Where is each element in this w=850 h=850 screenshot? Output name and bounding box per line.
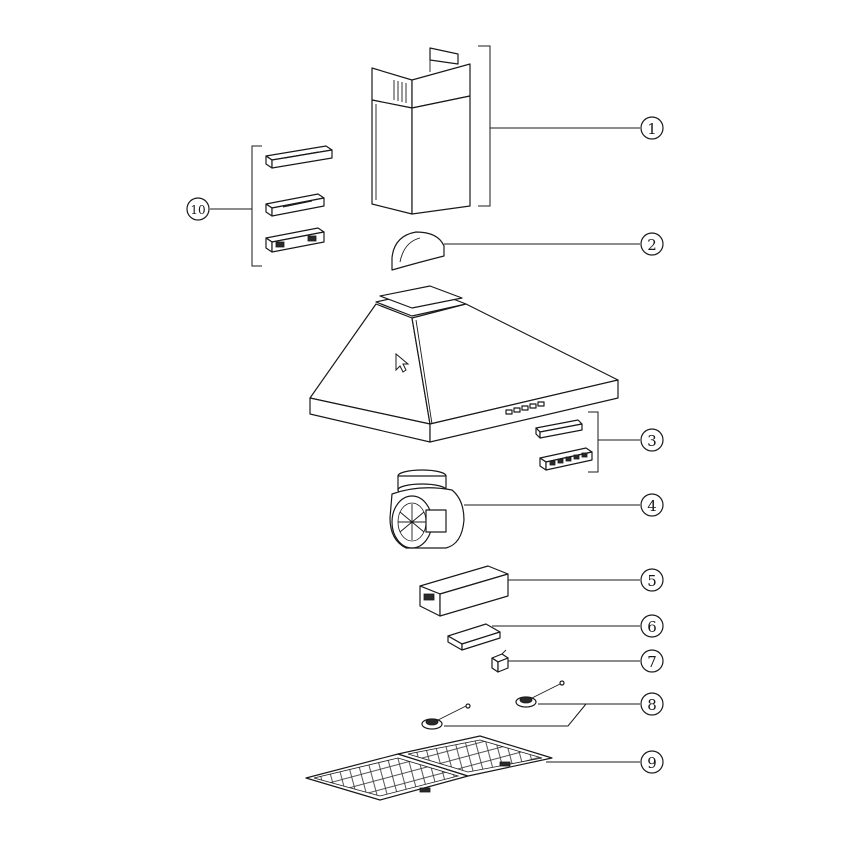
grease-filter-right — [397, 735, 553, 777]
callout-4: 4 — [640, 493, 664, 517]
callout-9: 9 — [640, 750, 664, 774]
svg-text:7: 7 — [647, 653, 657, 671]
lamp-right — [515, 680, 565, 708]
motor-housing-box — [419, 565, 509, 617]
svg-text:8: 8 — [647, 696, 657, 714]
callout-7: 7 — [640, 649, 664, 673]
fan-blades — [398, 504, 426, 540]
callout-8: 8 — [640, 692, 664, 716]
light-lamps — [421, 680, 565, 730]
chimney-vent-slots — [393, 80, 407, 103]
leader-8 — [444, 703, 640, 727]
control-button-strip — [539, 447, 593, 471]
circuit-board-cover — [447, 623, 501, 651]
bracket-10 — [251, 145, 262, 267]
mounting-bracket-bottom — [265, 227, 325, 253]
capacitor — [491, 649, 509, 673]
svg-text:2: 2 — [647, 236, 657, 254]
control-buttons — [505, 401, 545, 415]
svg-text:10: 10 — [190, 203, 205, 217]
callout-3: 3 — [640, 428, 664, 452]
mouse-pointer-icon — [395, 352, 410, 373]
svg-text:3: 3 — [647, 432, 657, 450]
svg-text:5: 5 — [647, 572, 657, 590]
bracket-1 — [478, 45, 491, 207]
control-panel-parts — [535, 419, 593, 471]
mounting-bracket-set — [265, 145, 333, 253]
hood-body — [309, 285, 619, 443]
lamp-left — [421, 703, 471, 730]
svg-text:1: 1 — [647, 120, 657, 138]
bracket-3 — [588, 411, 599, 473]
callout-6: 6 — [640, 614, 664, 638]
mounting-bracket-middle — [265, 193, 325, 217]
svg-text:9: 9 — [647, 754, 657, 772]
callout-10: 10 — [186, 197, 210, 221]
callout-5: 5 — [640, 568, 664, 592]
svg-text:6: 6 — [647, 618, 657, 636]
callout-1: 1 — [640, 116, 664, 140]
callout-2: 2 — [640, 232, 664, 256]
svg-text:4: 4 — [647, 497, 657, 515]
blower-motor — [389, 469, 465, 549]
damper-flap — [391, 231, 445, 271]
chimney-cover — [371, 47, 471, 215]
mounting-bracket-top — [265, 145, 333, 169]
grease-filters — [305, 735, 553, 801]
control-bracket — [535, 419, 583, 439]
